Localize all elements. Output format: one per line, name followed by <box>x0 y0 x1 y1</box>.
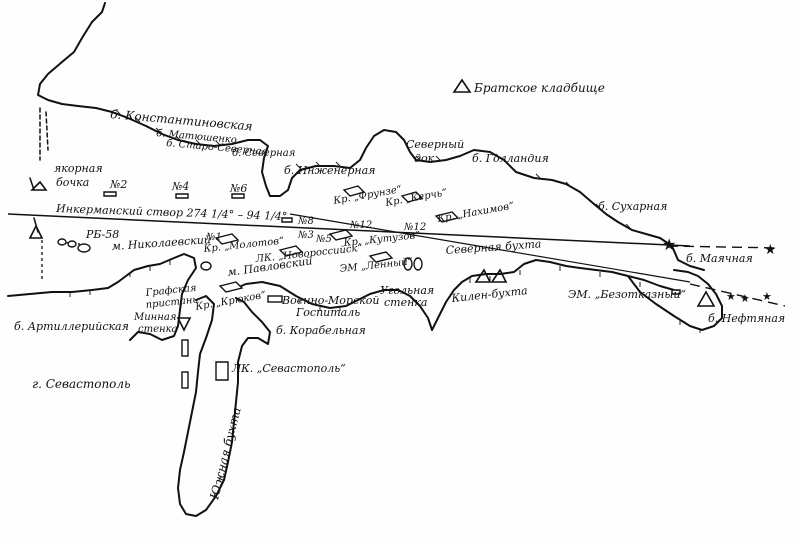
artilleriyskaya-label: б. Артиллерийская <box>14 320 129 333</box>
light-star-1: ★ <box>662 235 676 254</box>
dock-rect-2 <box>181 371 189 389</box>
buoy-icon-south <box>200 261 212 271</box>
neftyanaya-label: б. Нефтяная <box>708 312 785 325</box>
minnaya-label-2: стенка <box>138 324 178 335</box>
sukharnaya-label: б. Сухарная <box>598 200 667 213</box>
minnaya-label-1: Минная <box>133 312 176 323</box>
inzhenernaya-label: б. Инженерная <box>284 164 375 177</box>
neftyanaya-dashed-line <box>689 283 786 307</box>
berth-icon-n2 <box>103 191 117 197</box>
buoy-icon-rb3 <box>77 243 91 253</box>
berth-n4-label: №4 <box>171 180 189 193</box>
nakhimov-label: Кр. „Нахимов“ <box>436 201 515 225</box>
kryukov-label: Кр. „Крюков“ <box>194 290 267 313</box>
bezotkazny-label: ЭМ. „Безотказный“ <box>568 288 686 301</box>
neftyanaya-triangle-icon <box>696 290 716 307</box>
buoy-icon-rb2 <box>67 240 77 248</box>
buoy-chain <box>41 240 81 282</box>
dock-rect-3 <box>267 295 283 303</box>
east-north-shore <box>659 237 705 271</box>
berth-n3-label: №3 <box>297 230 314 241</box>
buoy-icon-rb1 <box>57 238 67 246</box>
north-shore-line <box>37 2 661 239</box>
grafskaya-label-1: Графская <box>144 283 197 299</box>
berth-n12a-label: №12 <box>349 220 372 231</box>
city-label: г. Севастополь <box>32 377 131 391</box>
mayachnaya-label: б. Маячная <box>686 252 753 265</box>
anchor-buoy-label-2: бочка <box>56 176 89 189</box>
cemetery-label: Братское кладбище <box>473 81 605 95</box>
ship-nakhimov-icon <box>434 211 460 223</box>
buoy-icon-kilen-2 <box>413 257 423 271</box>
buoy-icon-kilen-1 <box>403 257 413 271</box>
berth-n8-label: №8 <box>297 216 314 227</box>
light-star-3: ★ <box>726 290 736 303</box>
ship-molotov-icon <box>214 233 240 245</box>
ship-kryukov-icon <box>218 281 244 293</box>
ship-frunze-icon <box>342 185 366 197</box>
berth-n1-label: №1 <box>205 232 222 243</box>
inkerman-line-label: Инкерманский створ 274 1/4° – 94 1/4° <box>55 202 288 223</box>
berth-n12b-label: №12 <box>403 222 426 233</box>
ugolnaya-label-1: Угольная <box>380 284 434 297</box>
kilen-bay-shore <box>627 269 723 331</box>
kilen-triangle-icon-2 <box>490 268 508 283</box>
berth-n5-label: №5 <box>315 234 332 245</box>
cemetery-triangle-icon <box>452 78 472 93</box>
berth-icon-n6 <box>231 193 245 199</box>
anchor-buoy-label-1: якорная <box>54 162 103 175</box>
ship-novorossiysk-icon <box>278 245 304 257</box>
dock-rect-1 <box>181 339 189 357</box>
rb-label: РБ-58 <box>85 228 119 241</box>
ship-sevastopol-icon <box>215 361 229 381</box>
lenin-label: ЭМ „Ленный“ <box>339 256 413 275</box>
bay-alignment-line <box>289 213 691 283</box>
mayachnaya-dashed-line <box>667 245 781 249</box>
berth-icon-n8 <box>281 217 293 223</box>
kilen-triangle-icon-1 <box>474 268 492 283</box>
light-star-4: ★ <box>740 292 750 305</box>
korabelnaya-label: б. Корабельная <box>276 324 366 337</box>
yuzhnaya-bay-west-shore <box>177 295 271 517</box>
coast-hatching <box>69 109 701 333</box>
south-shore-central <box>231 259 675 331</box>
grafskaya-label-2: пристань <box>145 295 198 311</box>
berth-icon-n4 <box>175 193 189 199</box>
severnaya-bay-label: б. Северная <box>232 148 295 159</box>
light-star-5: ★ <box>762 290 772 303</box>
north-bollard-icon <box>30 180 48 191</box>
light-star-2: ★ <box>764 242 777 258</box>
berth-n6-label: №6 <box>229 182 247 195</box>
ship-kutuzov-icon <box>328 229 354 241</box>
grafskaya-triangle-icon <box>176 317 192 332</box>
ship-lenin-icon <box>368 251 394 263</box>
ship-bezotkazny-icon <box>671 289 681 295</box>
hospital-label-2: Госпиталь <box>295 306 360 319</box>
sevastopol-label: ЛК. „Севастополь“ <box>231 362 346 375</box>
yuzhnaya-label: Южная бухта <box>207 406 244 502</box>
kilen-label: Килен-бухта <box>450 284 528 305</box>
nikolaevsky-label: м. Николаевский <box>111 233 211 253</box>
ship-kerch-icon <box>400 191 424 203</box>
south-shore-west <box>7 253 197 341</box>
severny-dok-label-2: док <box>414 152 435 165</box>
gollandiya-label: б. Голландия <box>472 152 549 165</box>
north-coast-dashed-line <box>39 107 49 161</box>
ugolnaya-label-2: стенка <box>384 296 427 309</box>
severny-dok-label-1: Северный <box>406 138 464 151</box>
inkerman-alignment-line <box>7 213 691 247</box>
berth-n2-label: №2 <box>109 178 127 191</box>
anchor-mark-triangle-icon <box>28 224 44 239</box>
hospital-label-1: Военно-Морской <box>281 294 379 307</box>
